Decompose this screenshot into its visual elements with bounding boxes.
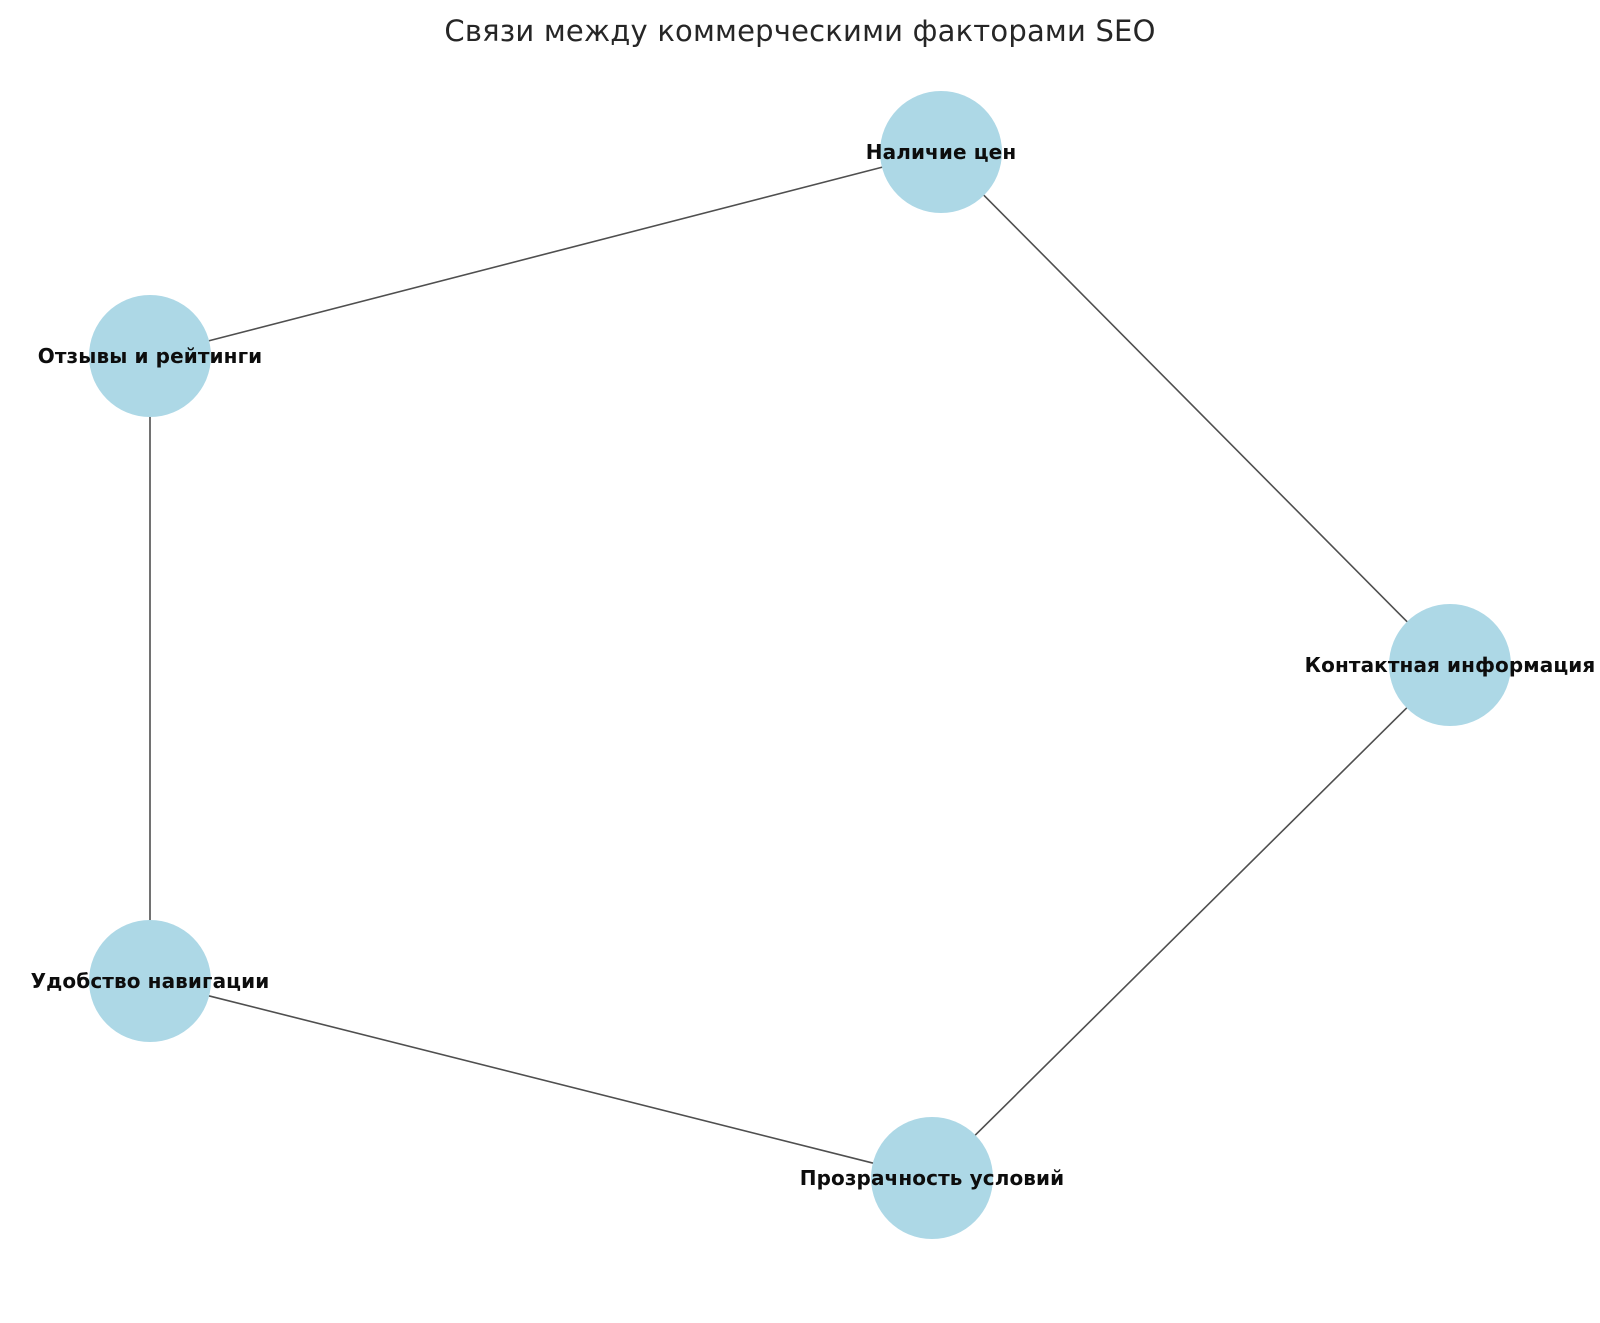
page-title: Связи между коммерческими факторами SEO	[444, 14, 1156, 48]
graph-node-terms[interactable]	[871, 1117, 993, 1239]
graph-edge	[981, 193, 1410, 624]
graph-edge	[973, 705, 1409, 1138]
graph-node-navigation[interactable]	[89, 920, 211, 1042]
edges-layer	[149, 165, 1410, 1165]
nodes-layer	[89, 91, 1511, 1239]
graph-node-contacts[interactable]	[1389, 604, 1511, 726]
graph-node-prices[interactable]	[880, 91, 1002, 213]
graph-node-reviews[interactable]	[89, 295, 211, 417]
graph-edge	[206, 994, 876, 1165]
graph-edge	[206, 165, 885, 343]
